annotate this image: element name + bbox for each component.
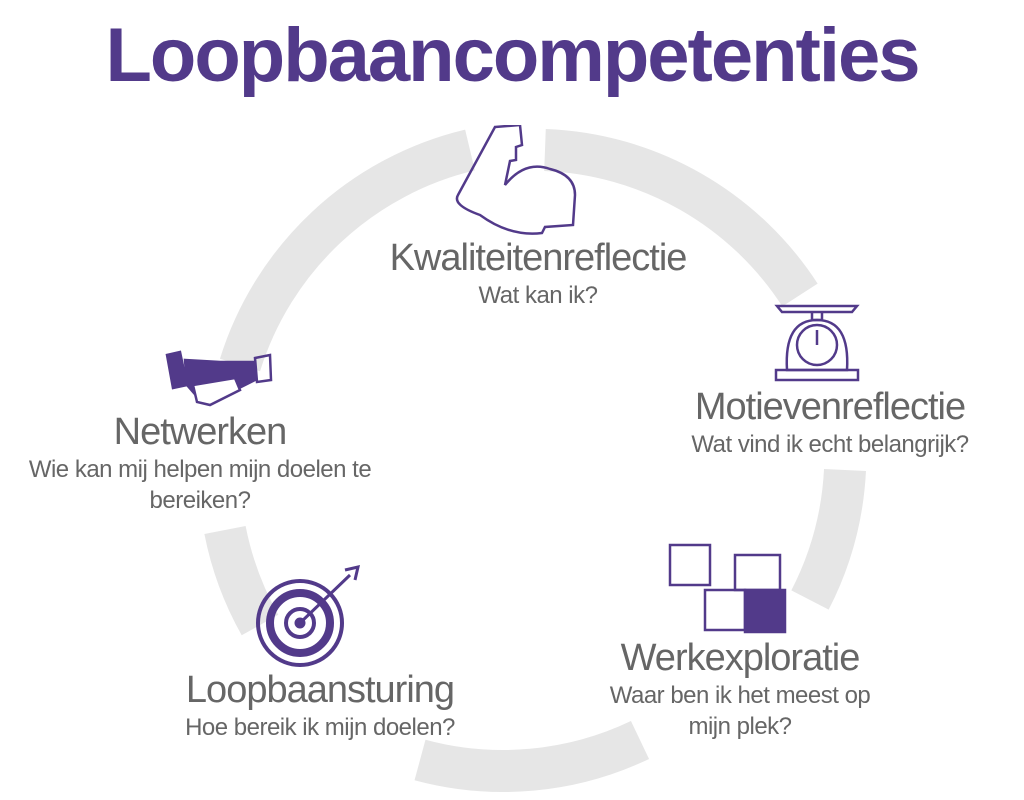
competency-title: Werkexploratie	[620, 637, 861, 679]
competency-question: Waar ben ik het meest op mijn plek?	[609, 682, 871, 740]
handshake-icon	[165, 350, 273, 407]
puzzle-pieces-icon	[668, 543, 787, 634]
page-title: Loopbaancompetenties	[105, 13, 921, 98]
competency-netwerken: Netwerken Wie kan mij helpen mijn doelen…	[10, 410, 390, 516]
competency-title: Netwerken	[113, 411, 288, 453]
target-arrow-icon	[256, 565, 361, 667]
competency-kwaliteitenreflectie: Kwaliteitenreflectie Wat kan ik?	[338, 236, 738, 311]
ring-segment	[219, 129, 476, 372]
competency-question: Wat kan ik?	[478, 282, 599, 309]
competency-title: Kwaliteitenreflectie	[389, 237, 688, 279]
ring-segment	[791, 468, 866, 610]
competency-title: Loopbaansturing	[185, 669, 455, 711]
ring-segment	[544, 129, 818, 307]
competency-loopbaansturing: Loopbaansturing Hoe bereik ik mijn doele…	[140, 668, 500, 743]
competency-question: Wat vind ik echt belangrijk?	[691, 431, 969, 458]
competency-question: Hoe bereik ik mijn doelen?	[185, 714, 455, 741]
competency-werkexploratie: Werkexploratie Waar ben ik het meest op …	[590, 636, 890, 742]
competency-motievenreflectie: Motievenreflectie Wat vind ik echt belan…	[640, 385, 1020, 460]
kitchen-scale-icon	[774, 304, 860, 382]
ring-segment	[414, 720, 650, 793]
competency-question: Wie kan mij helpen mijn doelen te bereik…	[28, 456, 372, 514]
flexed-arm-icon	[455, 125, 577, 235]
competency-title: Motievenreflectie	[694, 386, 966, 428]
